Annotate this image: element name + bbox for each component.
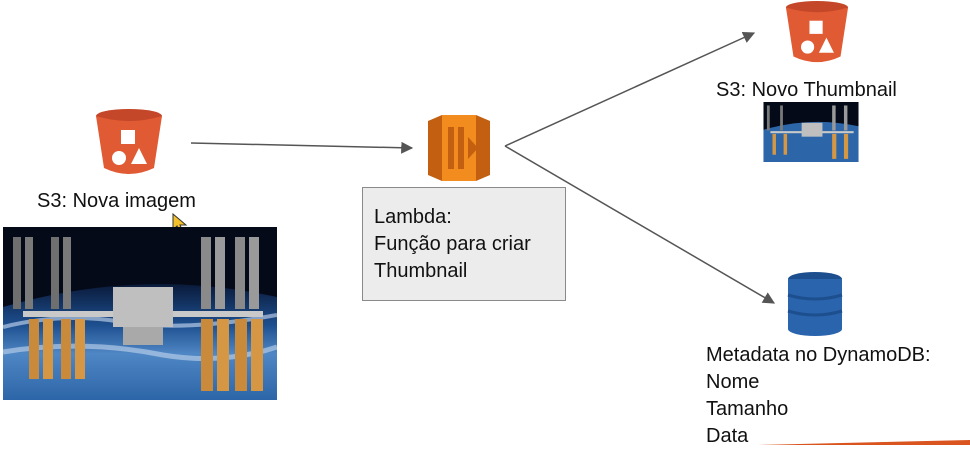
dynamodb-field-nome: Nome xyxy=(706,371,760,393)
s3-bucket-icon xyxy=(96,109,162,174)
accent-bar xyxy=(758,440,970,445)
arrow-lambda-to-dynamodb xyxy=(504,145,776,304)
s3-thumbnail-label: S3: Novo Thumbnail xyxy=(716,79,897,101)
dynamodb-field-data: Data xyxy=(706,425,749,447)
arrow-lambda-to-thumbnail xyxy=(504,31,756,147)
lambda-line-1: Lambda: xyxy=(374,206,452,228)
lambda-icon xyxy=(428,115,490,181)
dynamodb-metadata-text: Metadata no DynamoDB: Nome Tamanho Data xyxy=(706,342,931,450)
s3-thumbnail-bucket-icon xyxy=(785,0,849,63)
dynamodb-field-tamanho: Tamanho xyxy=(706,398,789,420)
thumbnail-image xyxy=(763,102,859,162)
lambda-line-2: Função para criar xyxy=(374,233,531,255)
s3-source-label: S3: Nova imagem xyxy=(37,190,196,212)
lambda-line-3: Thumbnail xyxy=(374,260,468,282)
lambda-description-box: Lambda: Função para criar Thumbnail xyxy=(362,187,566,301)
dynamodb-icon xyxy=(787,272,843,336)
space-station-image xyxy=(3,227,277,400)
arrow-s3-to-lambda xyxy=(190,141,414,154)
dynamodb-title: Metadata no DynamoDB: xyxy=(706,344,931,366)
